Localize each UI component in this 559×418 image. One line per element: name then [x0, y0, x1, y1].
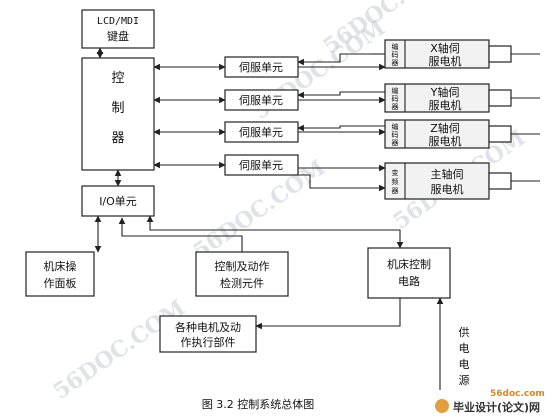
motor-label-line1: Y轴伺 [430, 85, 460, 99]
motor-label-line1: X轴伺 [430, 41, 460, 55]
detect-label-line2: 检测元件 [220, 276, 264, 290]
encoder-char: 器 [392, 59, 399, 67]
lcd-mdi-box [81, 9, 155, 49]
machine-panel-label-line1: 机床操 [44, 259, 77, 273]
power-char: 电 [459, 358, 470, 371]
controller-char-1: 控 [111, 71, 124, 86]
io-unit-label: I/O单元 [99, 195, 137, 208]
site-name: 毕业设计(论文)网 [453, 400, 540, 414]
encoder-char: 编 [392, 86, 399, 95]
machine-control-label-line1: 机床控制 [387, 257, 431, 271]
servo-unit-label: 伺服单元 [239, 126, 283, 139]
io-machine-control-link [146, 215, 404, 249]
motor-label-line2: 服电机 [429, 54, 462, 68]
motor-label-line2: 服电机 [429, 134, 462, 148]
controller-char-3: 器 [111, 131, 124, 146]
power-char: 供 [459, 325, 470, 339]
inverter-char: 器 [392, 187, 399, 195]
servo-unit-label: 伺服单元 [239, 159, 283, 172]
encoder-feedback-link [297, 91, 385, 99]
motor-shaft [488, 125, 512, 143]
lcd-mdi-label: LCD/MDI [97, 16, 139, 27]
motor-shaft [488, 45, 512, 63]
actuators-box [159, 315, 257, 353]
motor-label-line2: 服电机 [431, 182, 464, 196]
machine-control-actuators-link [255, 298, 401, 330]
servo-unit-label: 伺服单元 [239, 94, 283, 107]
figure-caption: 图 3.2 控制系统总体图 [202, 397, 315, 411]
encoder-char: 编 [392, 42, 399, 51]
power-char: 源 [459, 373, 470, 387]
encoder-char: 码 [392, 131, 399, 139]
machine-control-box [367, 247, 451, 299]
actuators-label-line1: 各种电机及动 [175, 320, 241, 334]
inverter-char: 变 [392, 168, 399, 177]
machine-panel-label-line2: 作面板 [44, 276, 77, 290]
detect-label-line1: 控制及动作 [215, 259, 270, 273]
keyboard-label: 键盘 [107, 29, 129, 43]
motor-box [384, 39, 490, 69]
encoder-feedback-link [297, 53, 372, 66]
controller-box [81, 57, 155, 171]
servo-motor-link [298, 174, 386, 192]
encoder-char: 码 [392, 95, 399, 103]
encoder-char: 器 [392, 139, 399, 147]
power-char: 电 [459, 342, 470, 355]
site-logo-icon [435, 399, 449, 413]
inverter-char: 频 [392, 177, 399, 186]
encoder-feedback-link [297, 124, 385, 132]
machine-panel-box [25, 251, 95, 297]
motor-box [384, 119, 490, 149]
motor-shaft [488, 89, 512, 107]
servo-unit-label: 伺服单元 [239, 61, 283, 74]
encoder-char: 器 [392, 103, 399, 111]
controller-char-2: 制 [111, 101, 124, 116]
encoder-char: 编 [392, 122, 399, 131]
motor-label-line2: 服电机 [429, 98, 462, 112]
site-logo: 56doc.com 毕业设计(论文)网 [435, 389, 545, 414]
motor-label-line1: Z轴伺 [430, 121, 460, 135]
actuators-label-line2: 作执行部件 [181, 335, 236, 349]
encoder-char: 码 [392, 51, 399, 59]
motor-shaft [488, 172, 512, 190]
machine-control-label-line2: 电路 [398, 275, 420, 288]
motor-label-line1: 主轴伺 [431, 167, 464, 181]
site-url: 56doc.com [490, 389, 545, 399]
